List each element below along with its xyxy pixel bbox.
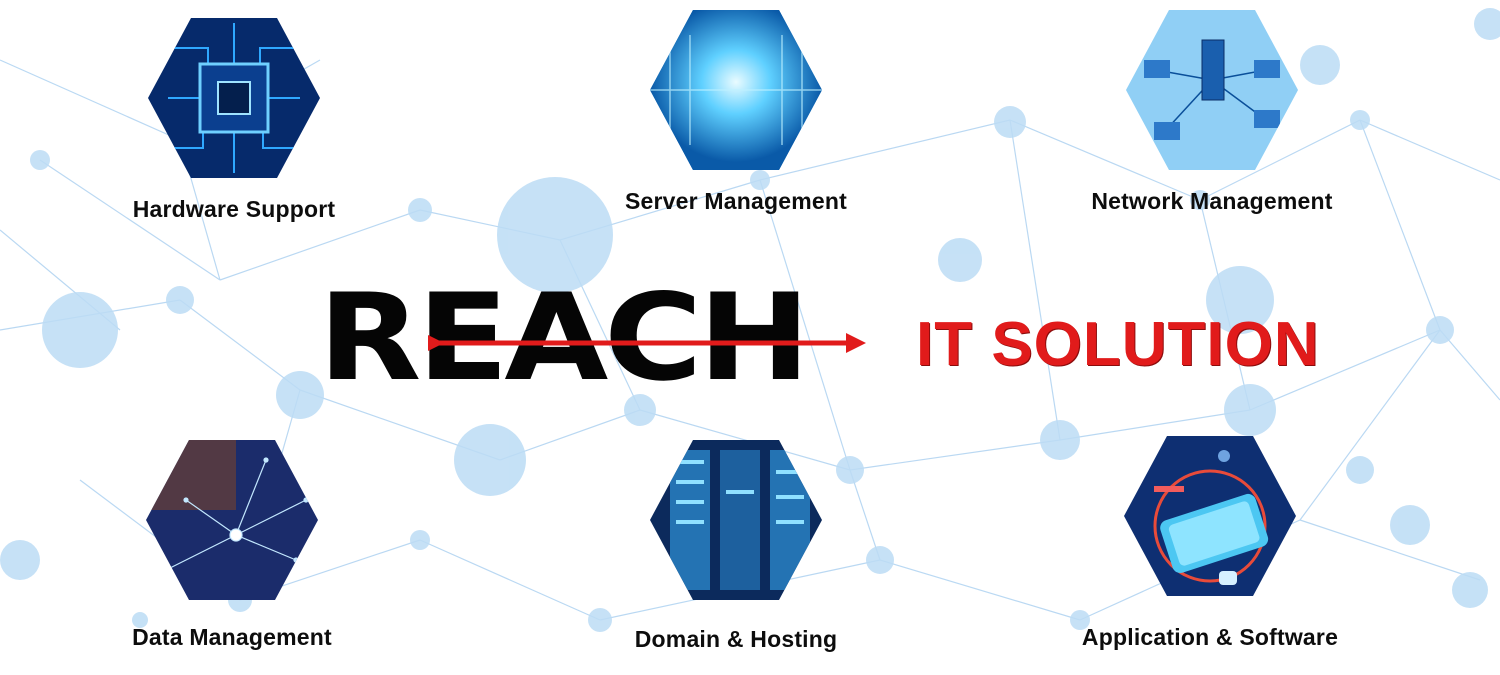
service-label: Hardware Support: [132, 196, 336, 222]
brand-name-wordmark: REACH: [318, 279, 868, 399]
service-application-software: Application & Software: [1030, 436, 1390, 650]
service-label: Network Management: [1091, 188, 1333, 214]
network-devices-icon: [1126, 10, 1298, 170]
brand-name: REACH: [318, 269, 811, 408]
data-touch-icon: [146, 440, 318, 600]
service-domain-hosting: Domain & Hosting: [556, 440, 916, 652]
brand-logo: REACH IT SOLUTION: [318, 279, 1319, 399]
circuit-chip-icon: [148, 18, 320, 178]
service-label: Application & Software: [1081, 624, 1339, 650]
service-label: Data Management: [132, 624, 332, 650]
mobile-app-icon: [1124, 436, 1296, 596]
service-server-management: Server Management: [556, 10, 916, 214]
red-arrow-icon: [428, 333, 866, 353]
service-data-management: Data Management: [52, 440, 412, 650]
service-label: Domain & Hosting: [634, 626, 838, 652]
brand-tagline: IT SOLUTION: [916, 310, 1320, 379]
server-room-icon: [650, 10, 822, 170]
service-label: Server Management: [625, 188, 847, 214]
server-rack-icon: [650, 440, 822, 600]
service-network-management: Network Management: [1032, 10, 1392, 214]
service-hardware-support: Hardware Support: [54, 18, 414, 222]
